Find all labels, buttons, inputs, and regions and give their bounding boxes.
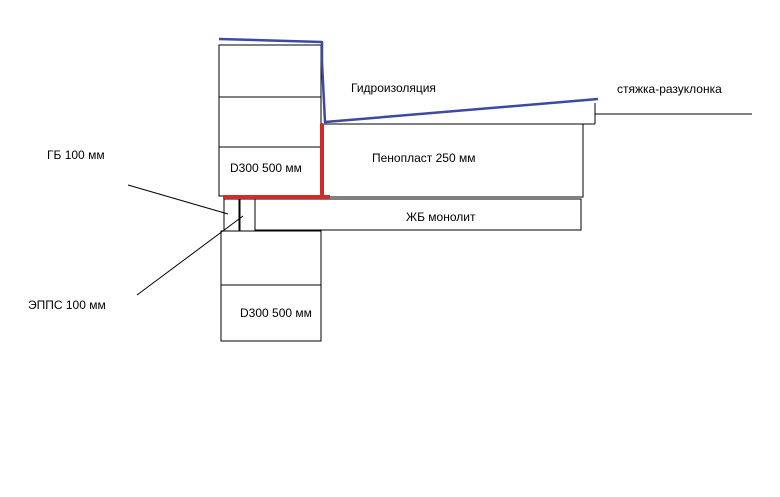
lower-wall-block-2 [220,284,322,342]
waterproofing-label: Гидроизоляция [351,81,436,95]
epps-strip [239,198,256,232]
upper-wall-block-1 [218,44,322,98]
epps-leader-line [136,215,244,296]
upper-wall-block-2 [218,96,322,148]
lower-wall-block-1 [220,230,322,286]
slab-label: ЖБ монолит [406,210,476,224]
epps-label: ЭППС 100 мм [28,298,106,312]
lower-wall [220,230,322,342]
foam-label: Пенопласт 250 мм [372,151,476,165]
gb-strip [223,198,240,232]
screed-label: стяжка-разуклонка [617,82,722,96]
gb-label: ГБ 100 мм [47,148,105,162]
upper-block-label: D300 500 мм [230,161,302,175]
lower-block-label: D300 500 мм [240,306,312,320]
red-seal-line [223,124,330,199]
waterproofing-line [218,37,599,124]
screed-layer [321,103,596,125]
gb-leader-line [127,184,229,215]
